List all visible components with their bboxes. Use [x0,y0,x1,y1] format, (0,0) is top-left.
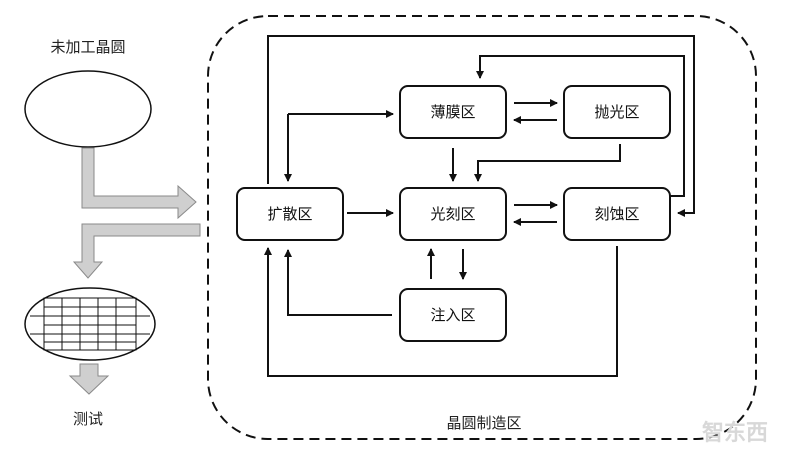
fab-area-boundary [207,15,757,440]
patterned-wafer [24,287,156,361]
flow-arrow-into-fab [81,147,197,220]
flow-arrow-out-of-fab [72,223,201,279]
node-implant: 注入区 [399,288,507,342]
flow-arrow-to-test [68,363,110,395]
edge-diffusion-loop-to-etch [267,35,695,217]
node-etch: 刻蚀区 [563,187,671,241]
edge-etch-loop-to-thin-film [476,55,685,197]
svg-text:抛光区: 抛光区 [594,103,639,121]
svg-text:注入区: 注入区 [430,306,475,324]
svg-text:扩散区: 扩散区 [267,205,312,223]
raw-wafer-label: 未加工晶圆 [50,38,125,56]
edge-polish-to-photo [474,144,621,182]
edge-implant-to-diffusion [284,249,392,316]
node-diffusion: 扩散区 [236,187,344,241]
raw-wafer-shape [24,70,152,148]
node-polish: 抛光区 [563,85,671,139]
edge-etch-to-diffusion [264,246,618,377]
test-label: 测试 [73,410,103,428]
node-photo: 光刻区 [399,187,507,241]
node-thin-film: 薄膜区 [399,85,507,139]
svg-text:光刻区: 光刻区 [430,205,475,223]
fab-area-label: 晶圆制造区 [446,414,521,432]
svg-text:刻蚀区: 刻蚀区 [594,205,639,223]
watermark-logo: 智东西 [702,420,768,446]
svg-text:薄膜区: 薄膜区 [430,103,475,121]
